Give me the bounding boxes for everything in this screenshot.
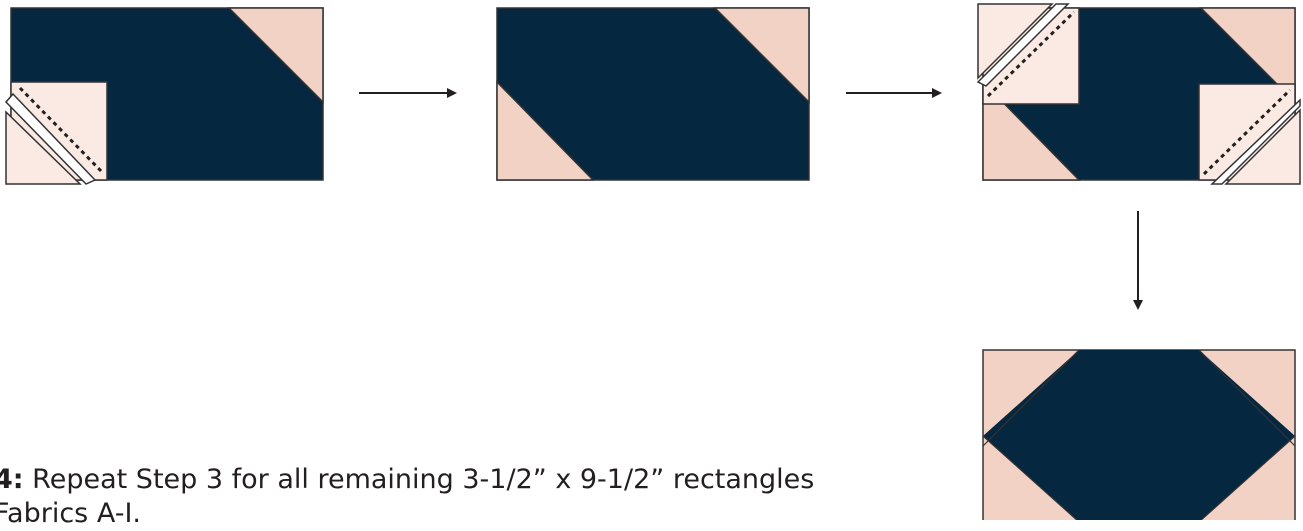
folded-triangle <box>5 110 82 185</box>
step-text-line2: Fabrics A-I. <box>0 498 141 529</box>
block-step-1 <box>4 7 324 185</box>
step-text: Repeat Step 3 for all remaining 3-1/2” x… <box>23 464 815 495</box>
step-label: 4: <box>0 464 24 495</box>
block-step-3 <box>976 3 1301 185</box>
step-caption: 4: Repeat Step 3 for all remaining 3-1/2… <box>0 463 814 531</box>
quilt-steps-diagram <box>4 3 1301 520</box>
block-step-final <box>982 349 1296 520</box>
block-step-2 <box>496 7 810 181</box>
